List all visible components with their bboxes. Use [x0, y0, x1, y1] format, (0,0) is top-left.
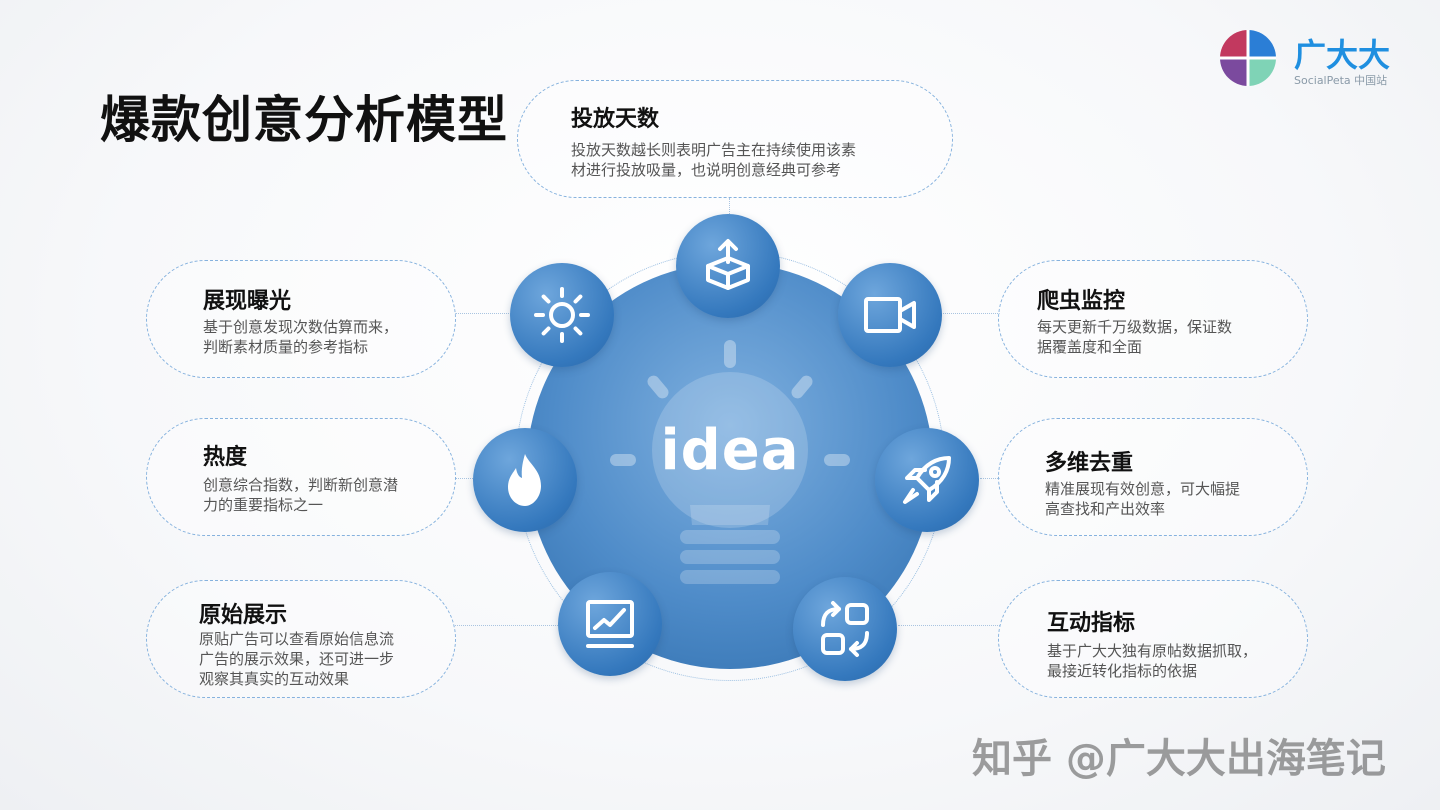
- logo-subtitle: SocialPeta 中国站: [1294, 74, 1388, 87]
- card-description: 每天更新千万级数据，保证数 据覆盖度和全面: [1037, 318, 1233, 356]
- node-interaction: [793, 577, 897, 681]
- card-original: 原始展示 原贴广告可以查看原始信息流 广告的展示效果，还可进一步 观察其真实的互…: [146, 580, 456, 698]
- brand-logo: 广大大 SocialPeta 中国站: [1218, 28, 1418, 88]
- page-title: 爆款创意分析模型: [100, 91, 508, 149]
- node-days: [676, 214, 780, 318]
- card-title: 互动指标: [1047, 611, 1136, 636]
- card-dedup: 多维去重 精准展现有效创意，可大幅提 高查找和产出效率: [998, 418, 1308, 536]
- swap-squares-icon: [821, 601, 869, 657]
- connector-heat: [455, 478, 477, 479]
- connector-crawler: [940, 313, 1000, 314]
- lightbulb-icon: [610, 340, 850, 584]
- card-description: 精准展现有效创意，可大幅提 高查找和产出效率: [1045, 480, 1241, 518]
- card-title: 爬虫监控: [1037, 289, 1126, 314]
- connector-days: [729, 198, 730, 220]
- card-title: 热度: [203, 445, 248, 470]
- flame-icon: [508, 454, 541, 506]
- rocket-icon: [903, 456, 951, 504]
- card-title: 展现曝光: [203, 289, 292, 314]
- video-camera-icon: [864, 297, 916, 333]
- card-description: 基于创意发现次数估算而来， 判断素材质量的参考指标: [203, 318, 399, 356]
- card-days: 投放天数 投放天数越长则表明广告主在持续使用该素 材进行投放吸量，也说明创意经典…: [517, 80, 953, 198]
- card-description: 原贴广告可以查看原始信息流 广告的展示效果，还可进一步 观察其真实的互动效果: [199, 630, 395, 688]
- watermark: 知乎 @广大大出海笔记: [972, 736, 1386, 782]
- center-label: idea: [660, 418, 800, 483]
- card-description: 创意综合指数，判断新创意潜 力的重要指标之一: [203, 476, 399, 514]
- logo-icon: [1220, 30, 1276, 86]
- logo-name: 广大大: [1294, 36, 1391, 74]
- card-crawler: 爬虫监控 每天更新千万级数据，保证数 据覆盖度和全面: [998, 260, 1308, 378]
- card-description: 投放天数越长则表明广告主在持续使用该素 材进行投放吸量，也说明创意经典可参考: [571, 141, 857, 179]
- node-crawler: [838, 263, 942, 367]
- sun-icon: [534, 287, 590, 343]
- card-title: 投放天数: [571, 107, 660, 132]
- card-interaction: 互动指标 基于广大大独有原帖数据抓取， 最接近转化指标的依据: [998, 580, 1308, 698]
- card-title: 多维去重: [1045, 451, 1134, 476]
- card-description: 基于广大大独有原帖数据抓取， 最接近转化指标的依据: [1047, 642, 1258, 680]
- box-upload-icon: [706, 239, 750, 290]
- node-exposure: [510, 263, 614, 367]
- node-heat: [473, 428, 577, 532]
- connector-exposure: [455, 313, 515, 314]
- connector-original: [455, 625, 560, 626]
- connector-dedup: [980, 478, 1000, 479]
- card-title: 原始展示: [199, 603, 288, 628]
- node-original: [558, 572, 662, 676]
- connector-interaction: [898, 625, 1000, 626]
- card-exposure: 展现曝光 基于创意发现次数估算而来， 判断素材质量的参考指标: [146, 260, 456, 378]
- line-chart-icon: [586, 600, 634, 648]
- node-dedup: [875, 428, 979, 532]
- card-heat: 热度 创意综合指数，判断新创意潜 力的重要指标之一: [146, 418, 456, 536]
